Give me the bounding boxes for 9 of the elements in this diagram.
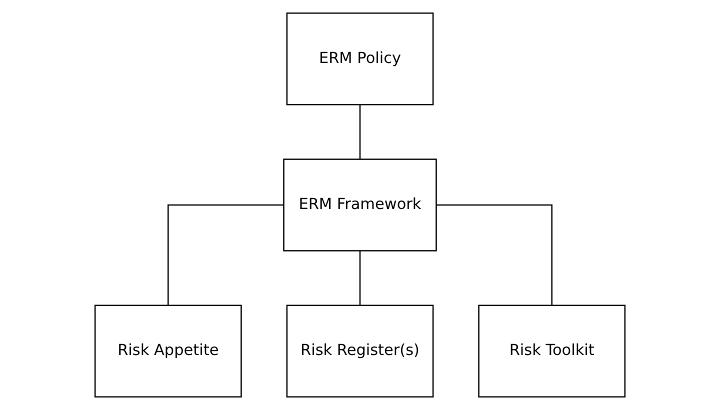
node-box: Risk Appetite [94, 304, 242, 398]
node-box: Risk Toolkit [478, 304, 626, 398]
node-box: Risk Register(s) [286, 304, 434, 398]
node-box: ERM Framework [283, 158, 437, 252]
connector [436, 204, 552, 306]
connector [359, 104, 361, 159]
connector [359, 250, 361, 305]
connector [168, 204, 284, 306]
node-box: ERM Policy [286, 12, 434, 106]
